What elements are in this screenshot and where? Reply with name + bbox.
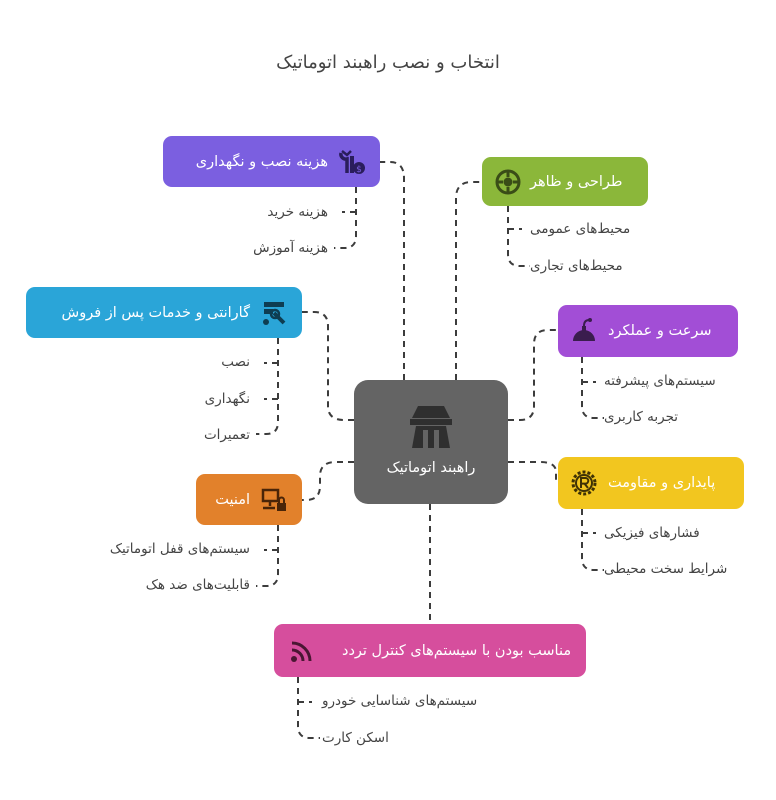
- branch-label: پایداری و مقاومت: [608, 475, 716, 491]
- tools-money-icon: $: [338, 148, 366, 176]
- leaf-cost-2: هزینه آموزش: [253, 240, 328, 256]
- branch-speed[interactable]: سرعت و عملکرد: [558, 305, 738, 357]
- leaf-compat-1: سیستم‌های شناسایی خودرو: [322, 693, 478, 709]
- branch-compat[interactable]: مناسب بودن با سیستم‌های کنترل تردد: [274, 624, 586, 677]
- diagram-title: انتخاب و نصب راهبند اتوماتیک: [276, 52, 500, 73]
- leaf-speed-1: سیستم‌های پیشرفته: [604, 373, 716, 389]
- branch-durability[interactable]: پایداری و مقاومت: [558, 457, 744, 509]
- leaf-warranty-2: نگهداری: [204, 391, 250, 407]
- leaf-warranty-1: نصب: [221, 354, 250, 370]
- leaf-design-1: محیط‌های عمومی: [530, 221, 631, 237]
- branch-label: امنیت: [215, 491, 250, 508]
- link-cost: [380, 161, 405, 380]
- leaf-durability-1: فشارهای فیزیکی: [604, 525, 700, 541]
- center-label: راهبند اتوماتیک: [386, 460, 476, 476]
- leaf-security-2: قابلیت‌های ضد هک: [145, 577, 250, 593]
- link-warranty: [302, 311, 354, 421]
- wheel-icon: [494, 168, 522, 196]
- leaf-security-1: سیستم‌های قفل اتوماتیک: [109, 541, 250, 557]
- link-security: [302, 461, 354, 501]
- leaf-warranty-3: تعمیرات: [203, 427, 250, 443]
- leaf-durability-2: شرایط سخت محیطی: [604, 561, 728, 577]
- branch-label: سرعت و عملکرد: [608, 323, 712, 339]
- leaf-compat-2: اسکن کارت: [322, 730, 389, 746]
- branch-design[interactable]: طراحی و ظاهر: [482, 157, 648, 206]
- bomb-icon: [570, 317, 598, 345]
- leaf-cost-1: هزینه خرید: [267, 204, 328, 220]
- link-durability: [508, 461, 557, 484]
- network-lock-icon: [260, 486, 288, 514]
- branch-label: طراحی و ظاهر: [530, 173, 623, 190]
- branch-label: گارانتی و خدمات پس از فروش: [61, 304, 251, 321]
- branch-security[interactable]: امنیت: [196, 474, 302, 525]
- link-design: [455, 181, 482, 380]
- branch-label: مناسب بودن با سیستم‌های کنترل تردد: [342, 642, 572, 659]
- branch-cost[interactable]: هزینه نصب و نگهداری $: [163, 136, 380, 187]
- rust-icon: [570, 469, 598, 497]
- link-speed: [508, 329, 558, 421]
- repair-icon: [260, 299, 288, 327]
- leaf-design-2: محیط‌های تجاری: [530, 258, 623, 274]
- branch-label: هزینه نصب و نگهداری: [195, 153, 328, 170]
- svg-text:$: $: [356, 165, 362, 175]
- barrier-gate-icon: [410, 404, 452, 452]
- leaf-speed-2: تجربه کاربری: [604, 409, 679, 425]
- signal-icon: [288, 637, 316, 665]
- center-node[interactable]: راهبند اتوماتیک: [354, 380, 508, 504]
- branch-warranty[interactable]: گارانتی و خدمات پس از فروش: [26, 287, 302, 338]
